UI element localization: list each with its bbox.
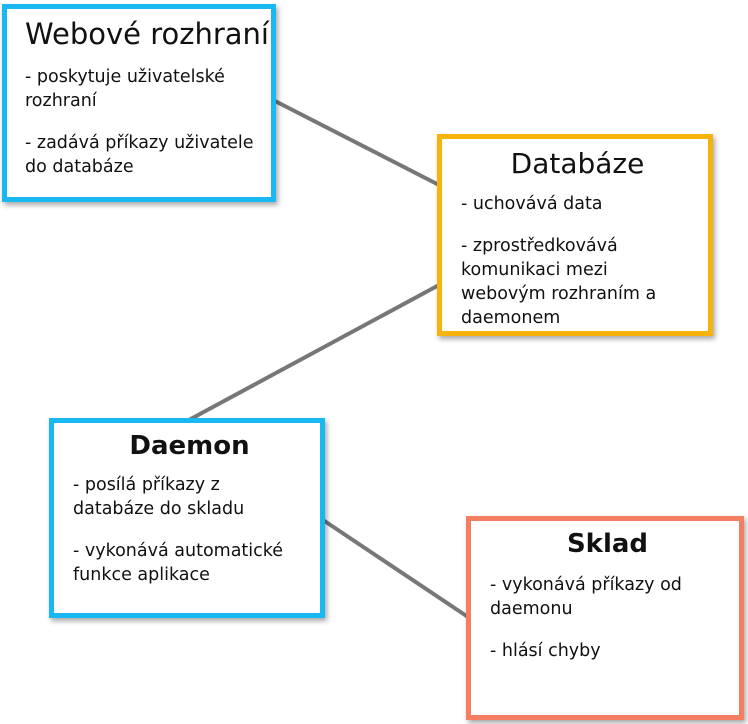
- database-item: - zprostředkovává komunikaci mezi webový…: [461, 236, 657, 328]
- connector-daemon-to-warehouse: [321, 518, 470, 619]
- web-interface-item: - zadává příkazy uživatele do databáze: [25, 133, 254, 177]
- database-item: - uchovává data: [461, 194, 603, 214]
- warehouse-box: Sklad - vykonává příkazy od daemonu - hl…: [466, 516, 744, 720]
- database-list: - uchovává data - zprostředkovává komuni…: [461, 192, 694, 330]
- warehouse-title: Sklad: [566, 529, 649, 559]
- warehouse-item: - vykonává příkazy od daemonu: [490, 575, 682, 619]
- database-box: Databáze - uchovává data - zprostředková…: [437, 134, 713, 336]
- web-interface-title: Webové rozhraní: [25, 17, 269, 51]
- daemon-item: - vykonává automatické funkce aplikace: [73, 541, 284, 585]
- daemon-title: Daemon: [129, 431, 250, 461]
- database-title: Databáze: [510, 147, 645, 180]
- daemon-list: - posílá příkazy z databáze do skladu - …: [73, 473, 306, 587]
- connector-web-to-database: [274, 99, 440, 187]
- web-interface-box: Webové rozhraní - poskytuje uživatelské …: [2, 4, 276, 202]
- daemon-item: - posílá příkazy z databáze do skladu: [73, 475, 245, 519]
- warehouse-item: - hlásí chyby: [490, 641, 601, 661]
- connector-database-to-daemon: [186, 283, 440, 423]
- daemon-box: Daemon - posílá příkazy z databáze do sk…: [49, 418, 325, 618]
- web-interface-item: - poskytuje uživatelské rozhraní: [25, 67, 225, 111]
- web-interface-list: - poskytuje uživatelské rozhraní - zadáv…: [25, 65, 257, 179]
- warehouse-list: - vykonává příkazy od daemonu - hlásí ch…: [490, 573, 725, 663]
